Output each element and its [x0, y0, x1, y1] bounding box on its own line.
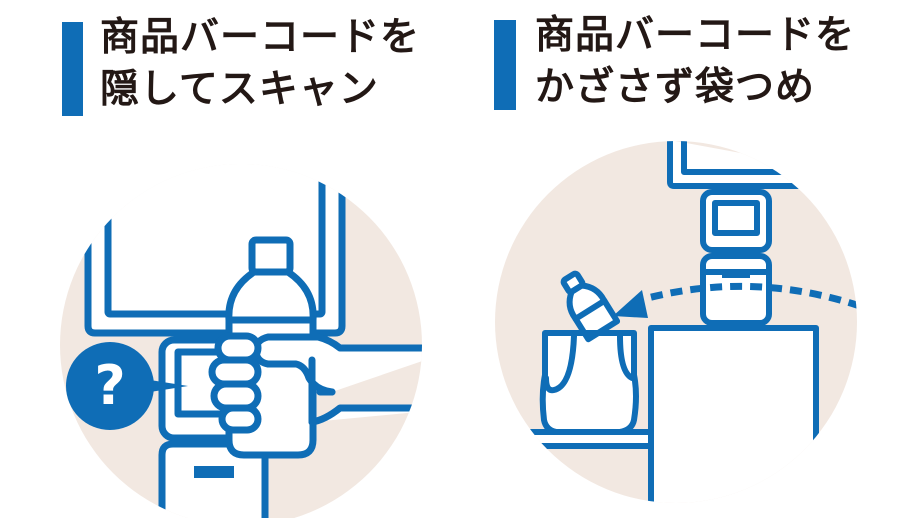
title-line-2: かざさず袋つめ [535, 65, 816, 110]
arrow-head-icon [613, 290, 648, 318]
dashed-arrow-icon [639, 282, 857, 310]
scanner-icon [700, 189, 772, 326]
illustration-bag-without-scanning [495, 141, 857, 503]
title-line-2: 隠してスキャン [100, 67, 379, 112]
question-mark-icon: ? [94, 354, 125, 417]
title-line-1: 商品バーコードを [535, 13, 856, 58]
bag-icon [539, 330, 639, 435]
title-accent-bar [494, 20, 516, 110]
title-text: 商品バーコードを かざさず袋つめ [535, 10, 855, 114]
counter-icon [648, 325, 819, 503]
title-text: 商品バーコードを 隠してスキャン [100, 12, 420, 116]
title-accent-bar [62, 22, 83, 116]
badge-pointer [150, 380, 188, 392]
panel-hide-barcode: 商品バーコードを 隠してスキャン [60, 12, 422, 518]
hand-icon [208, 332, 422, 434]
title-line-1: 商品バーコードを [100, 15, 421, 60]
illustration-hide-barcode: ? [60, 164, 422, 518]
question-badge: ? [66, 342, 154, 430]
panel-bag-without-scanning: 商品バーコードを かざさず袋つめ [460, 0, 920, 518]
bottle-icon [560, 270, 621, 343]
